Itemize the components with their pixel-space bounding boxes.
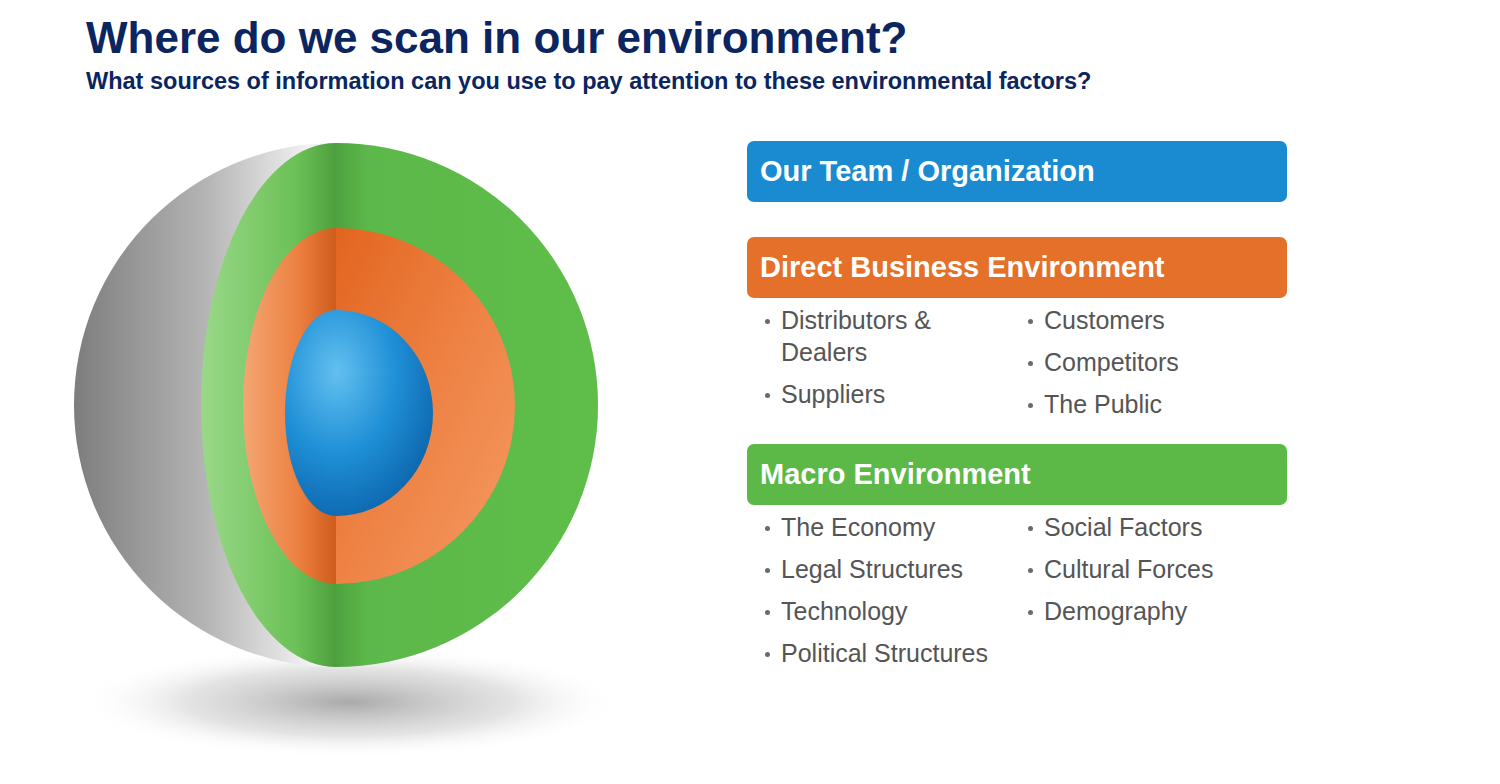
bullet-item: Cultural Forces [1044, 553, 1284, 585]
subtitle-question: What sources of information can you use … [86, 66, 1091, 96]
bullet-item: Distributors & Dealers [781, 304, 971, 368]
bullet-dot [765, 610, 770, 615]
factor-text: Competitors [1044, 348, 1179, 376]
bullet-item: Suppliers [781, 378, 971, 410]
bullet-dot [765, 652, 770, 657]
bullet-dot [1028, 361, 1033, 366]
bullet-dot [765, 568, 770, 573]
factor-text: Customers [1044, 306, 1165, 334]
bullet-item: Customers [1044, 304, 1284, 336]
factor-text: Distributors & Dealers [781, 306, 931, 366]
bullet-item: The Public [1044, 388, 1284, 420]
bullet-dot [765, 393, 770, 398]
diagram-title: Where do we scan in our environment? [86, 12, 907, 64]
bullet-item: Technology [781, 595, 999, 627]
bullet-dot [1028, 403, 1033, 408]
bullet-column: The EconomyLegal StructuresTechnologyPol… [781, 511, 999, 679]
factor-text: Legal Structures [781, 555, 963, 583]
factor-text: Cultural Forces [1044, 555, 1214, 583]
core-layer [285, 310, 433, 516]
bullet-item: Demography [1044, 595, 1284, 627]
bullet-dot [1028, 568, 1033, 573]
organization-band: Our Team / Organization [747, 141, 1287, 202]
band-heading: Direct Business Environment [747, 237, 1287, 298]
bullet-column: Social FactorsCultural ForcesDemography [1044, 511, 1284, 637]
band-heading: Macro Environment [747, 444, 1287, 505]
bullet-item: Political Structures [781, 637, 999, 669]
bullet-item: The Economy [781, 511, 999, 543]
factor-text: Technology [781, 597, 907, 625]
sphere-shell [74, 143, 598, 667]
bullet-item: Legal Structures [781, 553, 999, 585]
bullet-item: Social Factors [1044, 511, 1284, 543]
direct-environment-band: Direct Business EnvironmentDistributors … [747, 237, 1287, 298]
bullet-column: Distributors & DealersSuppliers [781, 304, 971, 420]
bullet-item: Competitors [1044, 346, 1284, 378]
factor-text: The Economy [781, 513, 935, 541]
band-heading: Our Team / Organization [747, 141, 1287, 202]
bullet-dot [765, 526, 770, 531]
bullet-dot [765, 319, 770, 324]
bullet-dot [1028, 319, 1033, 324]
factor-text: Suppliers [781, 380, 885, 408]
bullet-dot [1028, 526, 1033, 531]
factor-text: Political Structures [781, 639, 988, 667]
bullet-dot [1028, 610, 1033, 615]
factor-text: Social Factors [1044, 513, 1202, 541]
factor-text: The Public [1044, 390, 1162, 418]
macro-environment-band: Macro EnvironmentThe EconomyLegal Struct… [747, 444, 1287, 505]
factor-text: Demography [1044, 597, 1187, 625]
bullet-column: CustomersCompetitorsThe Public [1044, 304, 1284, 430]
